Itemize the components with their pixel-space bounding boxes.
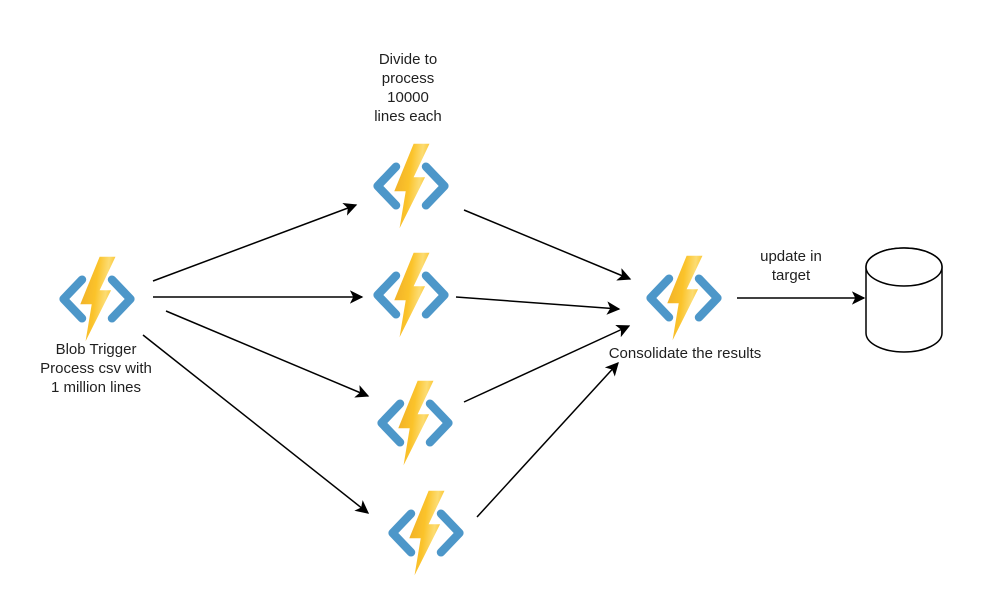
arrow-worker-2-to-consolidate [455, 296, 621, 315]
azure-function-icon-worker-3 [382, 381, 449, 465]
label-line: 10000 [387, 89, 429, 106]
arrow-blob-to-worker-4 [142, 334, 370, 514]
azure-function-icon-worker-2 [378, 253, 445, 337]
azure-function-icon-worker-4 [393, 491, 460, 575]
label-line: update in [760, 248, 822, 265]
label-line: Blob Trigger [55, 341, 137, 358]
arrow-worker-4-to-consolidate [476, 362, 619, 518]
arrow-worker-3-to-consolidate [463, 324, 631, 403]
consolidate-label: Consolidate the results [608, 345, 762, 362]
label-line: lines each [374, 108, 442, 125]
arrow-blob-to-worker-1 [152, 202, 358, 282]
label-line: Divide to [378, 51, 438, 68]
label-line: process [381, 70, 435, 87]
label-line: target [771, 267, 811, 284]
azure-function-icon-consolidate [651, 256, 718, 340]
arrow-blob-to-worker-3 [165, 310, 370, 398]
azure-function-icon-worker-1 [378, 144, 445, 228]
azure-function-icon-blob-trigger [64, 257, 131, 341]
database-cylinder-icon [865, 247, 943, 353]
arrow-worker-1-to-consolidate [463, 209, 632, 281]
label-line: Process csv with [40, 360, 152, 377]
blob-trigger-label: Blob Trigger Process csv with 1 million … [6, 340, 186, 397]
label-line: 1 million lines [50, 379, 142, 396]
update-target-label: update in target [711, 247, 871, 285]
workers-note-label: Divide to process 10000 lines each [318, 50, 498, 126]
